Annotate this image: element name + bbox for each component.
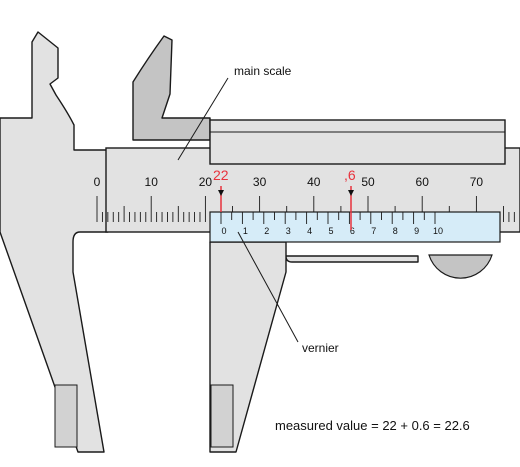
main-reading-arrow [218, 190, 224, 196]
depth-jaw [132, 35, 211, 141]
vernier-scale-label-text: 4 [307, 226, 312, 236]
main-scale-label: main scale [234, 64, 292, 78]
vernier-scale-label-text: 1 [243, 226, 248, 236]
vernier-scale-label-text: 0 [221, 226, 226, 236]
vernier-scale-label-text: 2 [264, 226, 269, 236]
vernier-scale-label-text: 3 [286, 226, 291, 236]
vernier-scale-label-text: 6 [350, 226, 355, 236]
vernier-scale-label-text: 8 [393, 226, 398, 236]
vernier-reading-arrow [348, 190, 354, 196]
vernier-leader [237, 231, 299, 343]
main-scale-label-text: 10 [145, 175, 159, 189]
fixed-jaw [0, 31, 109, 453]
vernier-scale-label-text: 7 [371, 226, 376, 236]
vernier-scale-labels: 0 1 2 3 4 5 6 7 8 9 10 [221, 226, 443, 236]
vernier-scale-label-text: 10 [433, 226, 443, 236]
main-scale-label-text: 60 [416, 175, 430, 189]
vernier-scale-label-text: 5 [328, 226, 333, 236]
main-scale-label-text: 40 [307, 175, 321, 189]
main-reading-label: 22 [213, 167, 229, 183]
main-scale-label-text: 0 [94, 175, 101, 189]
main-scale-leader [177, 77, 229, 161]
thumb-wheel [428, 254, 493, 279]
measured-value-text: measured value = 22 + 0.6 = 22.6 [275, 418, 470, 433]
main-scale-label-text: 30 [253, 175, 267, 189]
vernier-scale-ticks [220, 212, 436, 224]
vernier-reading-label: ,6 [344, 167, 356, 183]
vernier-scale-label-text: 9 [414, 226, 419, 236]
main-scale-label-text: 20 [199, 175, 213, 189]
main-scale-label-text: 50 [361, 175, 375, 189]
main-scale-label-text: 70 [470, 175, 484, 189]
fixed-jaw-inner-slot [54, 384, 78, 448]
main-scale-labels: 0 10 20 30 40 50 60 70 [94, 175, 484, 189]
vernier-plate [209, 211, 501, 243]
vernier-label: vernier [302, 341, 339, 355]
sliding-jaw [209, 241, 419, 453]
sliding-jaw-inner-slot [210, 384, 234, 448]
slider-housing [209, 119, 506, 165]
